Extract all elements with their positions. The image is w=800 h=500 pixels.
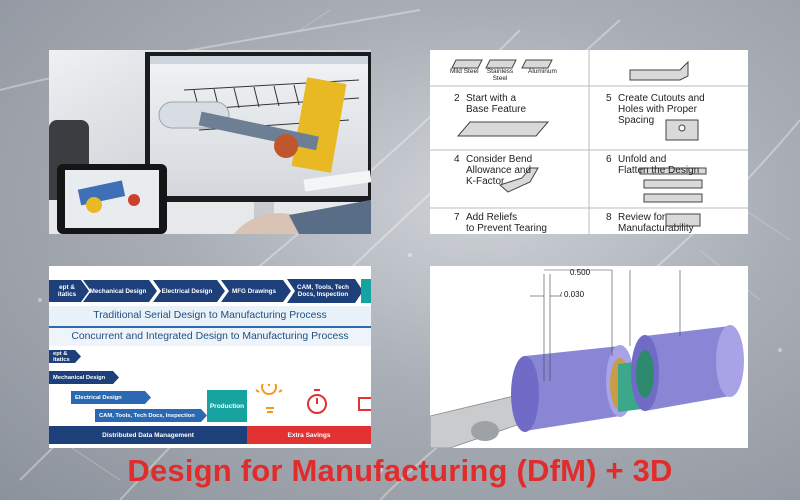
- serial-stage-cam: CAM, Tools, Tech Docs, Inspection: [287, 279, 363, 303]
- dimension-0030: 0.030: [564, 290, 585, 299]
- savings-icons: [255, 384, 371, 414]
- workstation-illustration: [49, 50, 371, 234]
- concurrent-stage-concept: ept & itatics: [49, 350, 81, 363]
- production-block: Production: [207, 390, 247, 422]
- serial-stage-mfg-drawings: MFG Drawings: [221, 280, 291, 302]
- serial-production-edge: [361, 279, 371, 303]
- dimension-0500: 0.500: [570, 268, 591, 277]
- serial-stage-concept: ept & itatics: [49, 280, 89, 302]
- concurrent-process-title: Concurrent and Integrated Design to Manu…: [71, 331, 349, 342]
- extra-savings-bar: Extra Savings: [247, 426, 371, 444]
- concurrent-stage-cam: CAM, Tools, Tech Docs, Inspection: [95, 409, 207, 422]
- stopwatch-icon: [307, 389, 327, 414]
- cad-workstation-photo: [49, 50, 371, 234]
- case-icon: [358, 397, 371, 411]
- material-stainless-steel: Stainless Steel: [486, 68, 514, 82]
- material-mild-steel: Mild Steel: [450, 68, 479, 75]
- dimension-lines: [530, 269, 681, 381]
- concurrent-stage-electrical: Electrical Design: [71, 391, 151, 404]
- page-title: Design for Manufacturing (DfM) + 3D: [127, 453, 673, 488]
- right-roller: [631, 325, 744, 411]
- cad-roller-model: 0.500 0.030: [430, 266, 748, 448]
- concurrent-stage-mechanical: Mechanical Design: [49, 371, 119, 384]
- serial-stage-electrical: Electrical Design: [153, 280, 225, 302]
- serial-process-title: Traditional Serial Design to Manufacturi…: [93, 310, 327, 321]
- serial-stage-mechanical: Mechanical Design: [83, 280, 157, 302]
- material-aluminum: Aluminum: [528, 68, 557, 75]
- process-comparison-diagram: ept & itatics Mechanical Design Electric…: [49, 266, 371, 448]
- roller-assembly-illustration: [430, 266, 748, 448]
- sheet-metal-diagram: [430, 50, 748, 234]
- distributed-data-bar: Distributed Data Management: [49, 426, 247, 444]
- lightbulb-icon: [261, 384, 278, 395]
